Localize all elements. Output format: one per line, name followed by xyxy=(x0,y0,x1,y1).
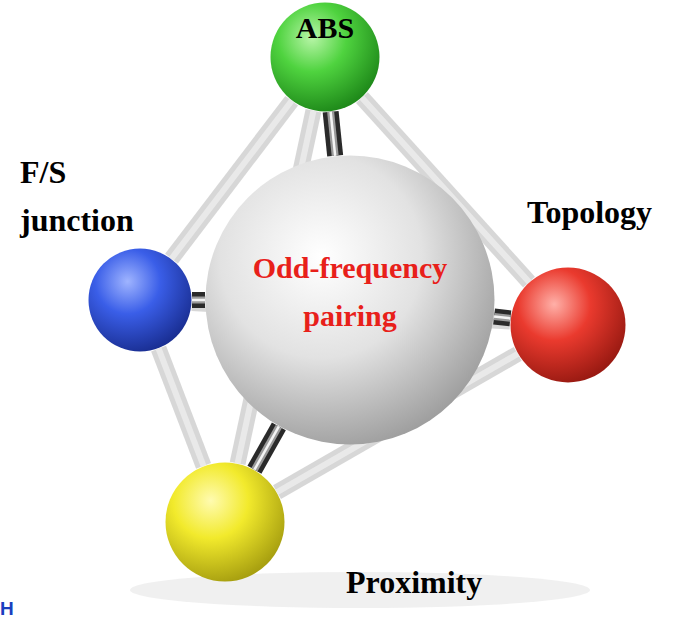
rod-stroke xyxy=(331,112,336,156)
sphere-fill xyxy=(206,156,495,445)
vertex-sphere: Proximity xyxy=(165,462,285,582)
center-sphere: Odd-frequency pairing xyxy=(205,155,495,445)
node-label: Odd-frequency pairing xyxy=(231,244,469,340)
node-label: F/S junction xyxy=(20,148,175,244)
logo-fragment: H xyxy=(0,598,14,620)
vertex-sphere: ABS xyxy=(270,2,380,112)
metal-rod xyxy=(254,426,278,469)
node-label: ABS xyxy=(270,10,380,46)
metal-rod xyxy=(192,300,205,301)
rod-stroke xyxy=(254,426,278,469)
metal-rod xyxy=(331,112,336,156)
metal-rod xyxy=(494,317,510,319)
glass-rod xyxy=(159,349,204,466)
sphere-shape xyxy=(165,462,285,582)
vertex-sphere: Topology xyxy=(510,267,626,383)
rod-stroke xyxy=(159,349,204,466)
sphere-shape xyxy=(510,267,626,383)
sphere-fill xyxy=(166,463,285,582)
rod-stroke xyxy=(254,426,278,469)
vertex-sphere: F/S junction xyxy=(88,248,192,352)
rod-stroke xyxy=(331,112,336,156)
sphere-shape xyxy=(88,248,192,352)
rod-stroke xyxy=(159,349,204,466)
rod-stroke xyxy=(192,292,205,308)
rod-stroke xyxy=(494,317,510,319)
rod-stroke xyxy=(192,299,205,302)
rod-stroke xyxy=(192,297,205,304)
rod-stroke xyxy=(494,317,510,319)
rod-stroke xyxy=(331,112,336,156)
node-label: Topology xyxy=(527,188,697,236)
sphere-fill xyxy=(511,268,626,383)
node-label: Proximity xyxy=(346,558,546,606)
rod-stroke xyxy=(254,426,278,469)
rod-stroke xyxy=(494,317,510,319)
sphere-fill xyxy=(271,3,380,112)
sphere-fill xyxy=(89,249,192,352)
